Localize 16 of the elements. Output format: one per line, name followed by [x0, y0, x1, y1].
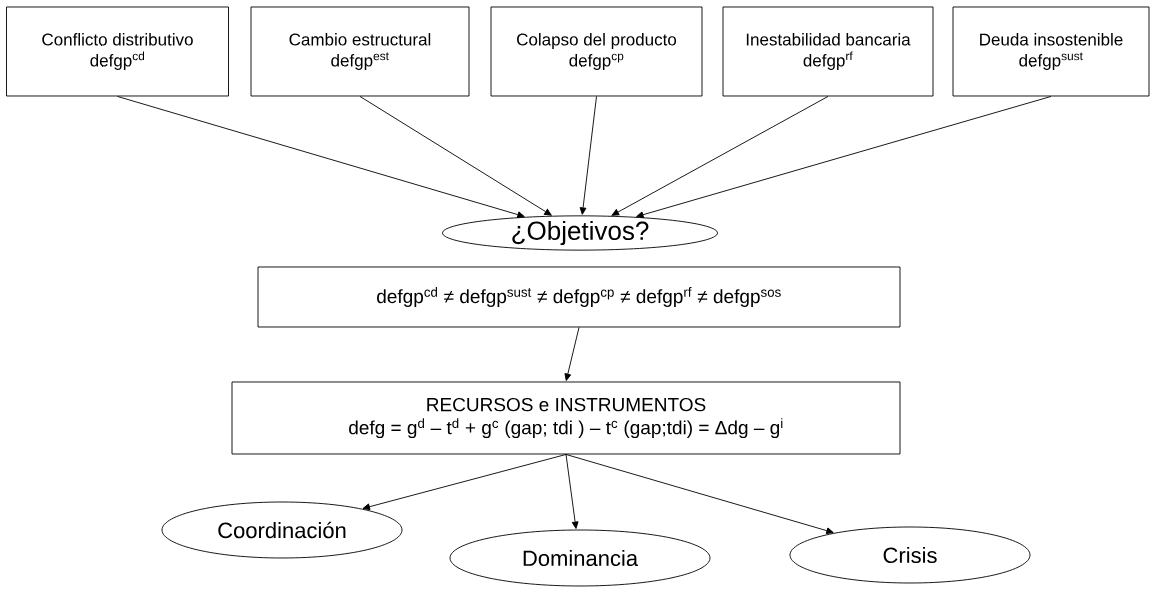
source-box: Inestabilidad bancaria defgp$^{rf}$	[722, 6, 934, 97]
arrow	[362, 454, 567, 511]
source-box: Colapso del producto defgp$^{cp}$	[490, 6, 703, 97]
arrow	[565, 454, 834, 534]
source-box: Cambio estructural defgp$^{est}$	[250, 6, 470, 97]
arrow	[564, 327, 580, 381]
arrow	[611, 96, 829, 216]
arrow	[117, 96, 525, 218]
source-box: Deuda insostenible defgp$^{sust}$	[952, 6, 1150, 97]
resources-box: RECURSOS e INSTRUMENTOS defg = g$^{d}$ – t$^{d}$ + g$^{c}$ (gap; tdi ) – t$^{c}$ (gap;tdi) = Δdg – g$^{i}$	[231, 381, 901, 455]
inequality-box: defgp$^{cd}$ ≠ defgp$^{sust}$ ≠ defgp$^{cp}$ ≠ defgp$^{rf}$ ≠ defgp$^{sos}$	[257, 266, 901, 328]
arrow	[579, 96, 597, 215]
arrow	[636, 96, 1052, 219]
source-box: Conflicto distributivo defgp$^{cd}$	[6, 6, 229, 97]
arrow	[359, 96, 552, 216]
arrow	[565, 454, 579, 529]
